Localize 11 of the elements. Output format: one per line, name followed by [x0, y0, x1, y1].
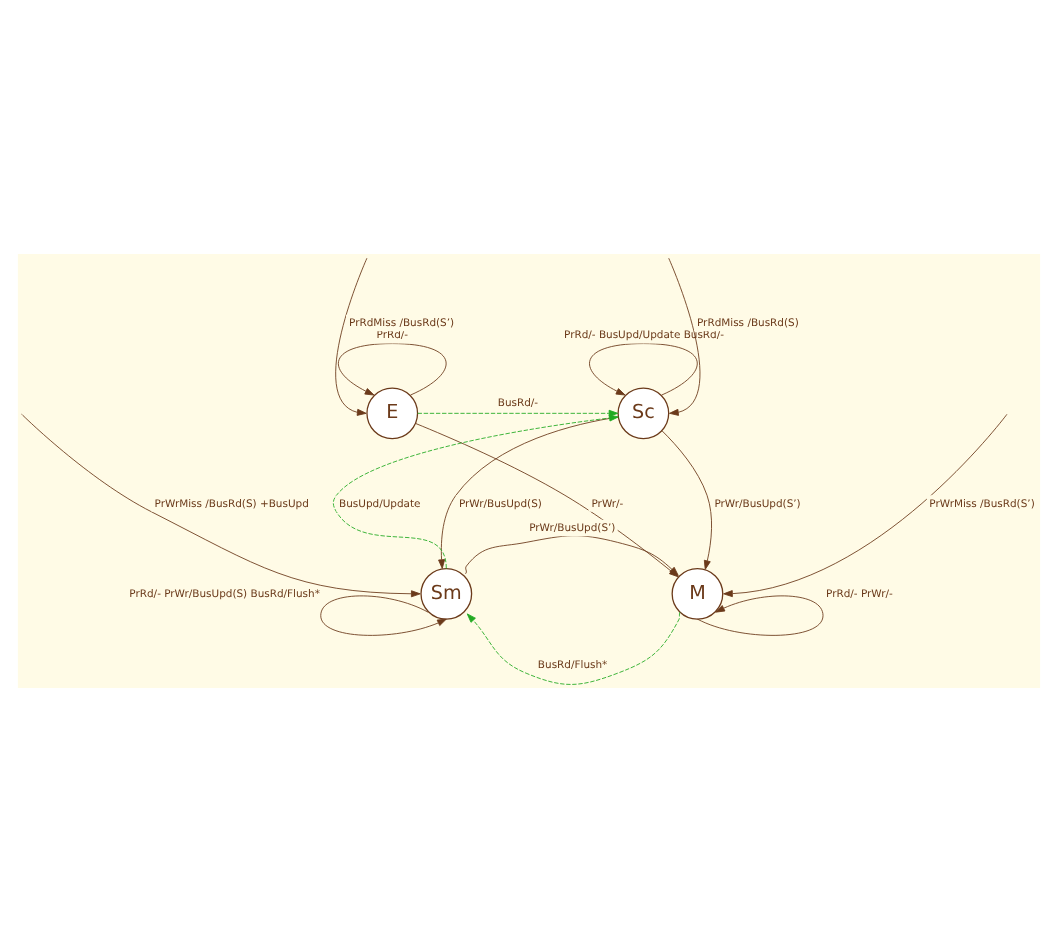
arrow	[661, 430, 712, 570]
arrow	[589, 343, 698, 396]
arrow	[668, 257, 701, 416]
arrow	[723, 413, 1008, 598]
arrow	[417, 409, 619, 417]
arrow	[21, 413, 421, 598]
arrow	[320, 595, 447, 636]
arrow	[335, 257, 368, 416]
arrow	[466, 611, 681, 685]
arrow	[337, 343, 447, 396]
node-circle: Sm	[420, 567, 473, 620]
